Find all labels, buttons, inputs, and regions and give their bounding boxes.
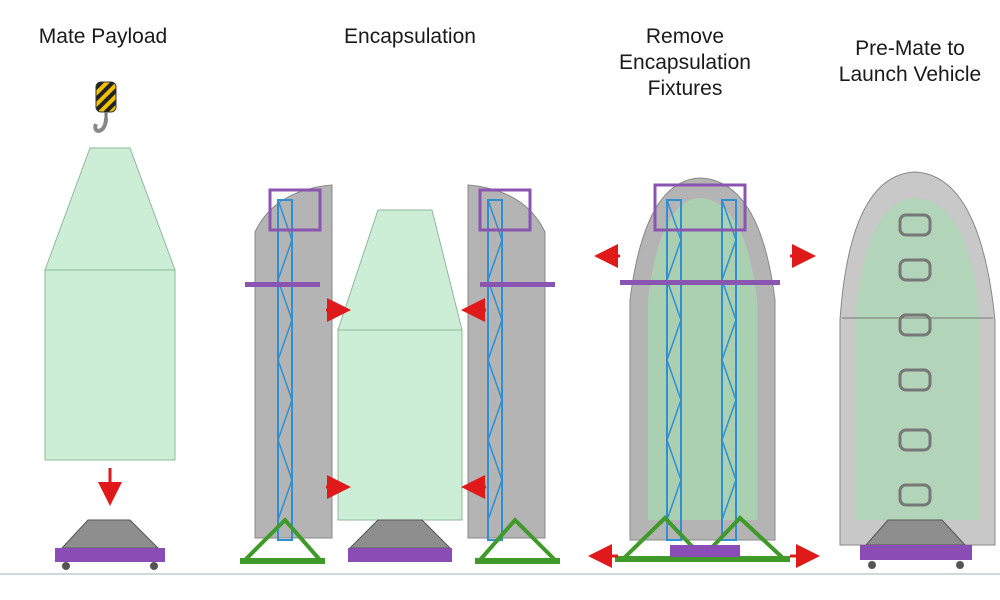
crane-hook-icon bbox=[93, 81, 117, 133]
stage-mate-payload bbox=[44, 81, 176, 570]
right-fairing-half bbox=[467, 184, 560, 564]
launch-vehicle-dolly bbox=[860, 519, 972, 569]
stage-title-remove-fixtures: Remove Encapsulation Fixtures bbox=[619, 25, 751, 100]
encapsulation-payload bbox=[337, 209, 463, 562]
right-ground-dolly bbox=[475, 517, 560, 564]
fixture-ground-dolly bbox=[615, 515, 791, 562]
payload-stack bbox=[44, 147, 176, 461]
stage-title-pre-mate: Pre-Mate to Launch Vehicle bbox=[838, 37, 982, 86]
stage-pre-mate bbox=[839, 171, 996, 569]
stage-remove-fixtures bbox=[588, 177, 820, 568]
fairing-interior-frames bbox=[898, 213, 932, 507]
stage-title-mate-payload: Mate Payload bbox=[38, 25, 168, 48]
left-fairing-half bbox=[240, 184, 333, 564]
payload-inside bbox=[648, 198, 757, 520]
stage-title-encapsulation: Encapsulation bbox=[344, 25, 476, 48]
payload-adapter-dolly bbox=[55, 519, 165, 570]
stage-encapsulation bbox=[240, 184, 560, 564]
left-ground-dolly bbox=[240, 517, 325, 564]
encapsulated-payload bbox=[855, 198, 980, 520]
